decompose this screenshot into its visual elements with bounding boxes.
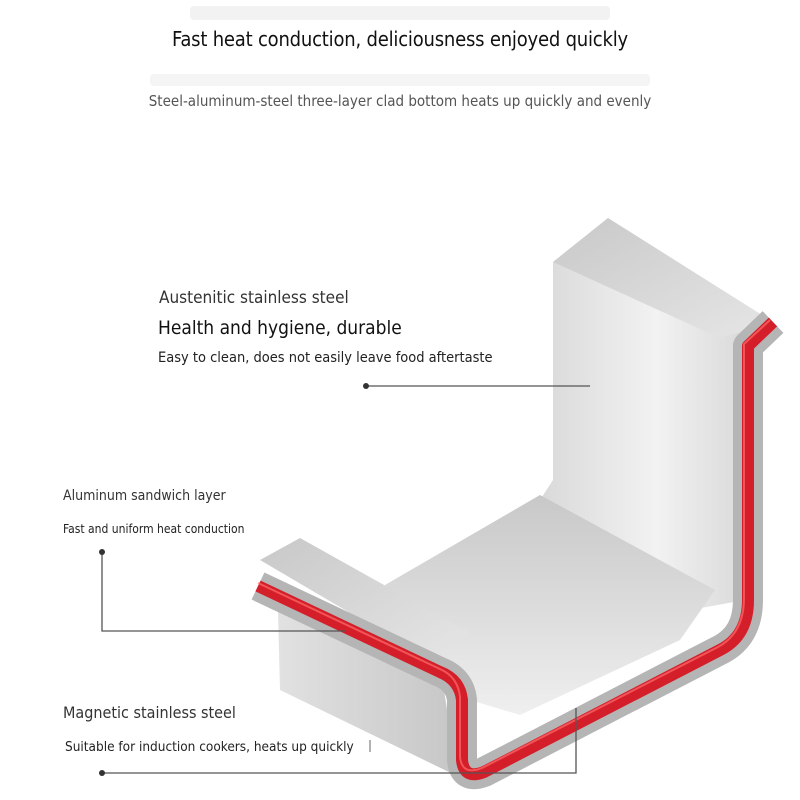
inner-layer-detail: Suitable for induction cookers, heats up… <box>65 739 354 755</box>
outer-layer-tagline: Health and hygiene, durable <box>158 317 402 339</box>
leader-outer-steel <box>363 383 590 389</box>
leader-aluminum <box>99 549 345 632</box>
page-headline: Fast heat conduction, deliciousness enjo… <box>172 27 628 51</box>
middle-layer-detail: Fast and uniform heat conduction <box>63 522 245 536</box>
leader-magnetic-steel <box>99 708 577 776</box>
front-wall-top <box>260 538 470 660</box>
page-subheadline: Steel-aluminum-steel three-layer clad bo… <box>148 92 652 110</box>
outer-layer-detail: Easy to clean, does not easily leave foo… <box>158 350 493 366</box>
outer-layer-title: Austenitic stainless steel <box>159 288 349 308</box>
inner-layer-title: Magnetic stainless steel <box>63 703 236 722</box>
profile-core-highlight <box>257 319 771 772</box>
back-wall-rim <box>553 218 773 338</box>
faded-background-text <box>150 6 650 86</box>
front-wall-face <box>278 610 455 775</box>
channel-floor <box>385 495 715 715</box>
middle-layer-title: Aluminum sandwich layer <box>63 488 226 504</box>
